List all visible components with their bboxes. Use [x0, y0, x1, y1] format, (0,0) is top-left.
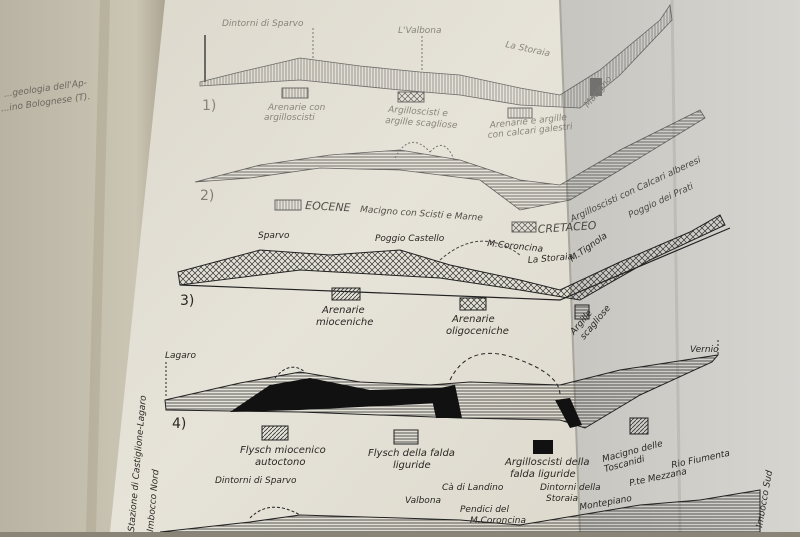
- legend-swatch: [507, 107, 533, 119]
- place-label: Dintorni di Sparvo: [222, 19, 304, 29]
- legend-swatch: [533, 440, 553, 454]
- place-label: Poggio Castello: [375, 234, 445, 244]
- place-label: Vernio: [690, 345, 719, 355]
- legend-label: argilloscisti: [264, 113, 315, 123]
- place-label: Cà di Landino: [442, 483, 504, 493]
- era-label: EOCENE: [305, 199, 351, 214]
- section-number: 4): [172, 416, 186, 432]
- legend-swatch: [397, 91, 425, 103]
- legend-swatch: [274, 199, 302, 211]
- place-label: La Storaia: [527, 252, 573, 266]
- section-number: 1): [202, 98, 216, 114]
- legend-label: oligoceniche: [446, 326, 509, 337]
- place-label: Lagaro: [165, 351, 196, 361]
- legend-label: Arenarie: [451, 314, 495, 325]
- legend-label: liguride: [393, 460, 431, 471]
- page-fold: [559, 0, 581, 533]
- place-label: Valbona: [405, 496, 441, 506]
- place-label: M.Coroncina: [470, 516, 526, 526]
- section-number: 2): [200, 188, 214, 204]
- place-label: Dintorni di Sparvo: [215, 476, 297, 486]
- cross-section-3: Sparvo Poggio Castello M.Coroncina La St…: [177, 214, 731, 342]
- legend-label: falda liguride: [510, 469, 576, 480]
- legend-label: Argilloscisti e: [387, 105, 449, 119]
- legend-swatch: [261, 425, 289, 441]
- legend-label: Argilloscisti della: [504, 457, 590, 468]
- place-label: Pendici del: [460, 505, 509, 515]
- cross-section-1: Dintorni di Sparvo L'Valbona La Storaia …: [199, 3, 673, 141]
- era-label: CRETACEO: [537, 219, 597, 236]
- legend-swatch: [393, 429, 419, 445]
- cross-section-2: 2) EOCENE Macigno con Scisti e Marne CRE…: [194, 109, 706, 236]
- section-number: 3): [180, 293, 194, 309]
- place-label: Sparvo: [258, 231, 290, 241]
- place-label: Dintorni della: [540, 483, 601, 493]
- legend-swatch: [629, 417, 649, 435]
- legend-label: Arenarie: [321, 305, 365, 316]
- place-label: L'Valbona: [398, 26, 442, 36]
- legend-label: Flysch miocenico: [240, 445, 326, 456]
- legend-label: Arenarie con: [267, 103, 326, 113]
- legend-swatch: [590, 78, 602, 96]
- cross-section-4: Lagaro Vernio 4) Flysch miocenico autoct…: [164, 340, 720, 480]
- place-label: Storaia: [546, 494, 578, 504]
- legend-swatch: [511, 221, 537, 233]
- legend-label: autoctono: [255, 457, 306, 468]
- legend-swatch: [574, 304, 590, 320]
- legend-swatch: [281, 87, 309, 99]
- legend-label: mioceniche: [316, 317, 373, 328]
- argilloscisti-band: [230, 378, 440, 412]
- legend-label: Flysch della falda: [368, 448, 455, 459]
- legend-swatch: [459, 297, 487, 311]
- legend-swatch: [331, 287, 361, 301]
